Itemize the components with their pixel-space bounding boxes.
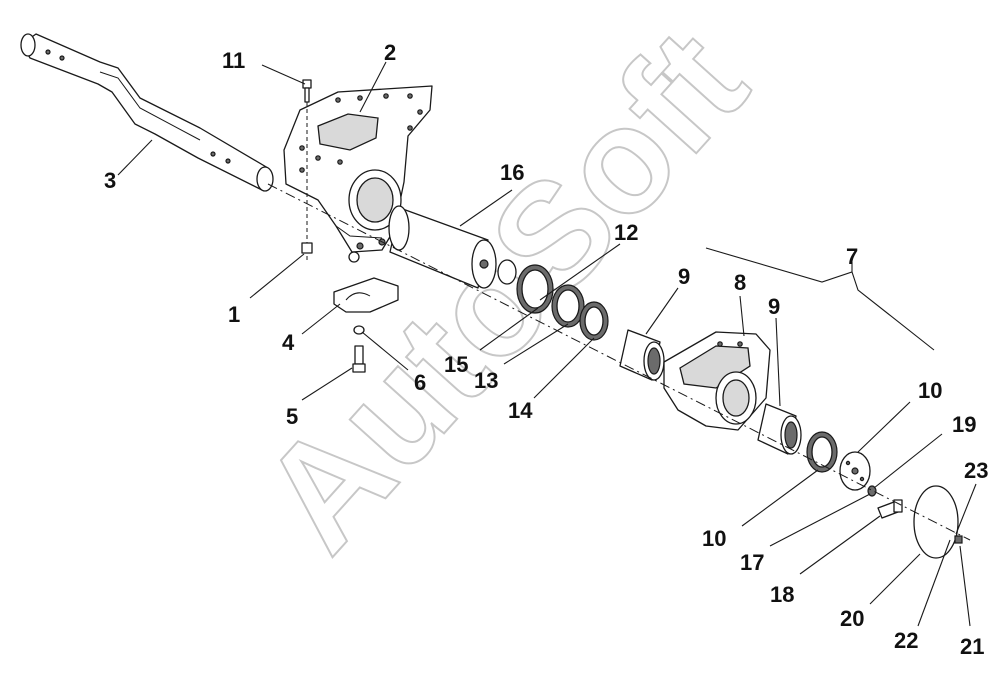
label-10-lower: 10 — [702, 526, 726, 551]
part-8-pivot-housing — [663, 331, 771, 431]
part-17-washer — [867, 485, 877, 497]
label-19: 19 — [952, 412, 976, 437]
leader-lines — [117, 61, 977, 627]
part-9-bushing-right — [757, 403, 802, 455]
label-11: 11 — [222, 48, 245, 73]
label-22: 22 — [894, 628, 918, 653]
label-14: 14 — [508, 398, 533, 423]
part-3-axle-beam — [20, 33, 274, 192]
label-15: 15 — [444, 352, 468, 377]
label-8: 8 — [734, 270, 746, 295]
label-3: 3 — [104, 168, 116, 193]
label-12: 12 — [614, 220, 638, 245]
label-2: 2 — [384, 40, 396, 65]
label-20: 20 — [840, 606, 864, 631]
part-1-nut — [301, 242, 313, 254]
label-16: 16 — [500, 160, 524, 185]
part-10-ring — [806, 431, 838, 473]
part-15-ring — [516, 264, 554, 314]
part-4-clamp-plate — [333, 251, 399, 313]
part-13-ring — [551, 284, 585, 328]
label-21: 21 — [960, 634, 984, 659]
label-23: 23 — [964, 458, 988, 483]
seal-ring-small — [497, 259, 517, 285]
part-14-ring — [579, 301, 609, 341]
part-20-cover-plate — [913, 485, 959, 559]
label-7: 7 — [846, 244, 858, 269]
label-5: 5 — [286, 404, 298, 429]
part-21-screw — [954, 535, 963, 544]
part-6-washer — [353, 325, 365, 335]
label-6: 6 — [414, 370, 426, 395]
part-9-bushing-left — [619, 329, 665, 381]
label-9-left: 9 — [678, 264, 690, 289]
part-5-bolt — [352, 345, 366, 373]
part-18-bolt — [877, 499, 903, 519]
label-1: 1 — [228, 302, 240, 327]
label-9-right: 9 — [768, 294, 780, 319]
label-10-upper: 10 — [918, 378, 942, 403]
label-13: 13 — [474, 368, 498, 393]
callout-labels: 11 2 3 16 1 4 5 6 12 15 13 14 9 8 7 9 10… — [104, 40, 988, 659]
label-17: 17 — [740, 550, 764, 575]
label-18: 18 — [770, 582, 794, 607]
part-10-thrust-washer — [839, 451, 871, 491]
part-16-pivot-pin — [388, 205, 497, 289]
label-4: 4 — [282, 330, 295, 355]
